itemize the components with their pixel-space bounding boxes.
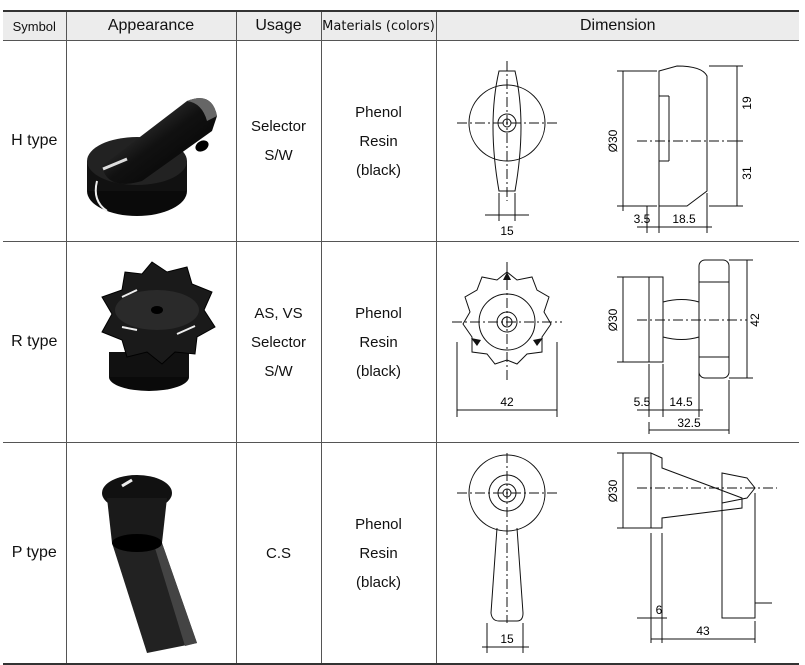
- header-row: Symbol Appearance Usage Materials (color…: [3, 10, 799, 41]
- material-line: (black): [355, 161, 401, 179]
- appearance-cell: [65, 40, 237, 242]
- dimension-cell: 15 Ø30 19 31 3.5 18.5: [435, 40, 799, 242]
- material-line: Phenol: [355, 304, 402, 322]
- r-type-knob-photo: [100, 261, 216, 391]
- header-usage: Usage: [235, 10, 322, 41]
- symbol-cell: P type: [3, 442, 67, 665]
- dim-height-label: 42: [748, 313, 762, 327]
- usage-cell: AS, VS Selector S/W: [235, 241, 322, 443]
- material-line: Resin: [359, 132, 398, 150]
- dim-flange-label: 5.5: [633, 395, 650, 409]
- usage-line: S/W: [264, 147, 293, 164]
- table-row: P type C.S Phenol Resin (black): [3, 442, 799, 665]
- dim-flange-label: 3.5: [633, 212, 650, 226]
- appearance-cell: [65, 442, 237, 665]
- h-type-knob-photo: [86, 98, 217, 216]
- usage-cell: C.S: [235, 442, 322, 665]
- dim-diameter-label: Ø30: [606, 308, 620, 331]
- r-type-dimension-drawing: 42 Ø30 42 5.5 14.5 32.5: [451, 259, 762, 434]
- appearance-cell: [65, 241, 237, 443]
- material-line: Resin: [359, 544, 398, 562]
- dim-height-bottom-label: 31: [740, 166, 754, 180]
- dim-width-label: 15: [500, 632, 514, 646]
- material-line: Resin: [359, 333, 398, 351]
- header-appearance: Appearance: [65, 10, 237, 41]
- materials-cell: Phenol Resin (black): [320, 40, 437, 242]
- material-line: Phenol: [355, 103, 402, 121]
- dim-body-label: 18.5: [672, 212, 696, 226]
- dim-neck-label: 14.5: [669, 395, 693, 409]
- symbol-cell: H type: [3, 40, 67, 242]
- table-row: H type: [3, 40, 799, 242]
- material-line: (black): [355, 362, 401, 380]
- dim-total-label: 43: [696, 624, 710, 638]
- knob-spec-table: Symbol Appearance Usage Materials (color…: [3, 10, 799, 665]
- symbol-cell: R type: [3, 241, 67, 443]
- usage-line: AS, VS: [254, 304, 303, 322]
- p-type-dimension-drawing: 15 Ø30 6 43: [456, 452, 777, 653]
- usage-line: S/W: [264, 362, 293, 380]
- h-type-dimension-drawing: 15 Ø30 19 31 3.5 18.5: [456, 61, 754, 238]
- dimension-cell: 15 Ø30 6 43: [435, 442, 799, 665]
- usage-cell: Selector S/W: [235, 40, 322, 242]
- material-line: Phenol: [355, 515, 402, 533]
- header-symbol: Symbol: [3, 10, 67, 41]
- dim-width-label: 42: [500, 395, 514, 409]
- header-dimension: Dimension: [435, 10, 799, 41]
- material-line: (black): [355, 573, 401, 591]
- dim-diameter-label: Ø30: [606, 129, 620, 152]
- dim-width-label: 15: [500, 224, 514, 238]
- dim-height-top-label: 19: [740, 96, 754, 110]
- usage-line: Selector: [250, 333, 307, 351]
- table-row: R type AS, VS Selector S/W: [3, 241, 799, 443]
- header-materials: Materials (colors): [320, 10, 437, 41]
- dim-diameter-label: Ø30: [606, 479, 620, 502]
- dim-total-label: 32.5: [677, 416, 701, 430]
- materials-cell: Phenol Resin (black): [320, 241, 437, 443]
- dim-offset-label: 6: [655, 603, 662, 617]
- usage-line: C.S: [265, 544, 291, 562]
- p-type-knob-photo: [101, 475, 197, 653]
- usage-line: Selector: [250, 118, 307, 135]
- dimension-cell: 42 Ø30 42 5.5 14.5 32.5: [435, 241, 799, 443]
- materials-cell: Phenol Resin (black): [320, 442, 437, 665]
